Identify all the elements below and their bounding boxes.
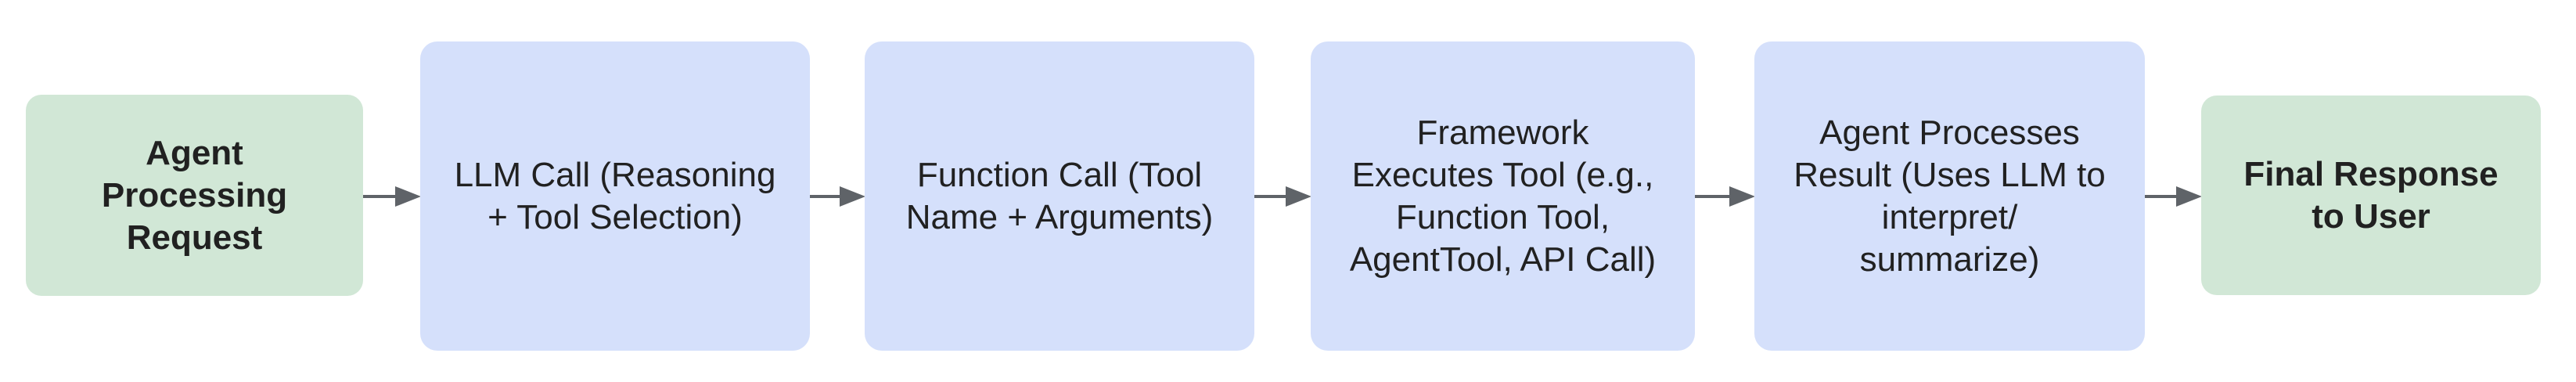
arrowhead-icon [2176, 186, 2202, 207]
arrow-line [1695, 195, 1729, 198]
node-label: Function Call (Tool Name + Arguments) [905, 155, 1214, 236]
node-function-call: Function Call (Tool Name + Arguments) [865, 41, 1254, 351]
connector-arrow-2 [810, 186, 865, 207]
arrowhead-icon [840, 186, 865, 207]
arrow-line [810, 195, 840, 198]
arrow-line [363, 195, 395, 198]
node-label: Agent Processing Request [101, 133, 288, 257]
node-llm-call: LLM Call (Reasoning + Tool Selection) [420, 41, 810, 351]
connector-arrow-1 [363, 186, 421, 207]
arrow-line [2145, 195, 2176, 198]
node-agent-processes-result: Agent Processes Result (Uses LLM to inte… [1754, 41, 2145, 351]
connector-arrow-5 [2145, 186, 2202, 207]
arrowhead-icon [1729, 186, 1755, 207]
node-label: Framework Executes Tool (e.g., Function … [1349, 113, 1657, 279]
node-label: Agent Processes Result (Uses LLM to inte… [1793, 113, 2106, 279]
node-label: Final Response to User [2243, 154, 2499, 236]
node-framework-executes-tool: Framework Executes Tool (e.g., Function … [1311, 41, 1695, 351]
connector-arrow-4 [1695, 186, 1755, 207]
arrowhead-icon [1286, 186, 1311, 207]
node-label: LLM Call (Reasoning + Tool Selection) [454, 155, 776, 236]
arrowhead-icon [395, 186, 421, 207]
node-agent-processing-request: Agent Processing Request [26, 95, 363, 296]
connector-arrow-3 [1254, 186, 1311, 207]
node-final-response-to-user: Final Response to User [2201, 96, 2541, 295]
arrow-line [1254, 195, 1286, 198]
